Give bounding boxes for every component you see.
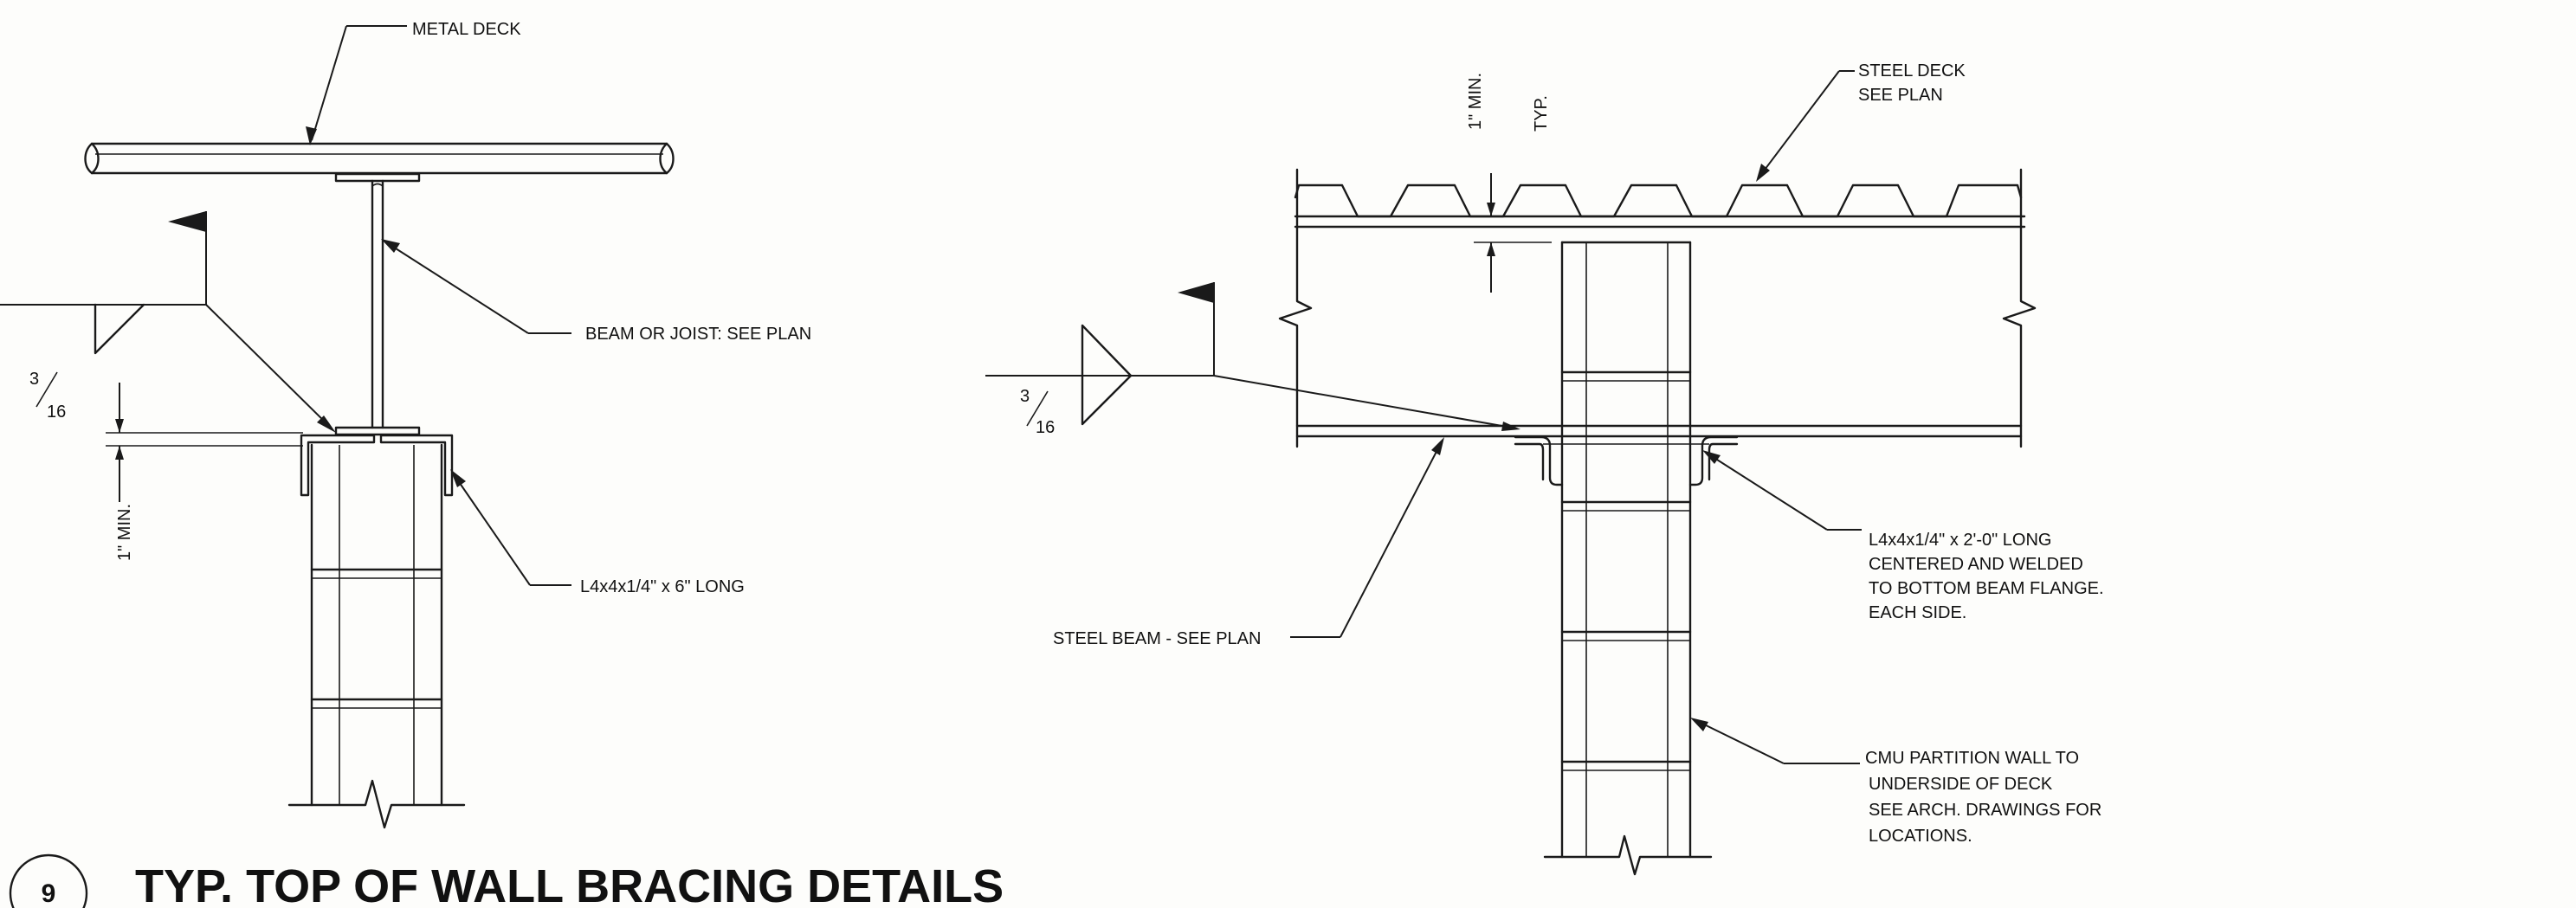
detail-title-block: 9 TYP. TOP OF WALL BRACING DETAILS bbox=[9, 853, 1004, 908]
left-weld-den: 16 bbox=[47, 402, 66, 422]
left-weld-symbol bbox=[0, 211, 336, 433]
metal-deck bbox=[84, 142, 675, 175]
label-left-angle: L4x4x1/4" x 6" LONG bbox=[580, 577, 745, 596]
beam-end-lines bbox=[1278, 168, 2037, 448]
label-cmu-4: LOCATIONS. bbox=[1869, 827, 1972, 846]
label-cmu-2: UNDERSIDE OF DECK bbox=[1869, 775, 2053, 794]
steel-beam bbox=[1295, 424, 2023, 438]
detail-title: TYP. TOP OF WALL BRACING DETAILS bbox=[135, 860, 1004, 908]
label-angle-4: EACH SIDE. bbox=[1869, 603, 1966, 622]
label-steel-deck-1: STEEL DECK bbox=[1858, 61, 1966, 80]
label-beam-or-joist: BEAM OR JOIST: SEE PLAN bbox=[585, 325, 811, 344]
label-metal-deck: METAL DECK bbox=[412, 20, 521, 39]
left-weld-num: 3 bbox=[29, 370, 39, 389]
label-steel-beam: STEEL BEAM - SEE PLAN bbox=[1053, 629, 1261, 648]
right-typ-label: TYP. bbox=[1532, 95, 1551, 132]
detail-number: 9 bbox=[42, 879, 56, 908]
right-min-dimension bbox=[1474, 173, 1552, 293]
label-cmu-3: SEE ARCH. DRAWINGS FOR bbox=[1869, 801, 2101, 820]
angle-pair-right bbox=[1514, 435, 1739, 486]
right-weld-den: 16 bbox=[1036, 418, 1055, 437]
label-cmu-1: CMU PARTITION WALL TO bbox=[1865, 749, 2079, 768]
beam-or-joist bbox=[334, 172, 421, 436]
detail-number-bubble bbox=[9, 853, 88, 908]
cmu-wall bbox=[287, 443, 466, 829]
right-weld-symbol bbox=[985, 282, 1520, 431]
right-leaders bbox=[1290, 70, 1862, 764]
label-steel-deck-2: SEE PLAN bbox=[1858, 86, 1943, 105]
right-weld-num: 3 bbox=[1020, 387, 1030, 406]
left-leaders bbox=[306, 25, 571, 586]
right-detail: 1" MIN. TYP. 3 16 bbox=[985, 61, 2104, 876]
label-angle-1: L4x4x1/4" x 2'-0" LONG bbox=[1869, 531, 2051, 550]
left-min-dimension bbox=[106, 383, 303, 502]
label-angle-2: CENTERED AND WELDED bbox=[1869, 555, 2083, 574]
cmu-partition-wall bbox=[1543, 241, 1713, 876]
steel-deck bbox=[1294, 184, 2026, 229]
left-detail: 1" MIN. 3 16 METAL DECK BEAM OR JOIST: S bbox=[0, 20, 811, 829]
left-min-label: 1" MIN. bbox=[115, 504, 134, 561]
label-angle-3: TO BOTTOM BEAM FLANGE. bbox=[1869, 579, 2104, 598]
angle-pair bbox=[300, 434, 454, 497]
right-min-label: 1" MIN. bbox=[1466, 73, 1485, 130]
